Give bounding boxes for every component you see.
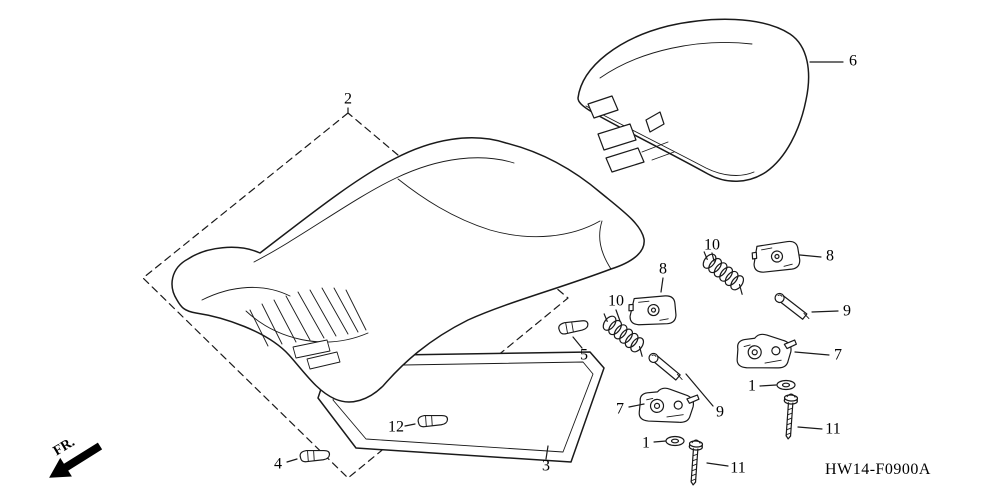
leader-line-10b	[615, 309, 621, 322]
lock-assembly-7-left	[637, 385, 701, 427]
callout-7a: 7	[834, 347, 842, 364]
leader-line-12	[404, 423, 416, 427]
leader-line-7a	[794, 351, 830, 356]
rear-seat-drawing	[577, 18, 810, 182]
latch-bracket-8-left	[625, 288, 680, 332]
callout-3: 3	[542, 458, 550, 475]
callout-8a: 8	[826, 248, 834, 265]
callout-5: 5	[580, 347, 588, 364]
callout-11a: 11	[825, 421, 840, 438]
main-seat-drawing	[171, 137, 645, 403]
leader-line-9a	[811, 310, 839, 313]
lock-assembly-7-right	[735, 332, 798, 372]
callout-6: 6	[849, 53, 857, 70]
lock-pin-9-left	[644, 351, 688, 383]
diagram-code: HW14-F0900A	[825, 461, 931, 478]
callout-10a: 10	[704, 237, 720, 254]
rear-seat-mount-tabs	[587, 95, 675, 173]
leader-line-10a	[711, 252, 715, 262]
front-direction-marker: FR.	[49, 435, 103, 478]
leader-line-11b	[706, 462, 729, 467]
callout-10b: 10	[608, 293, 624, 310]
callout-4: 4	[274, 456, 282, 473]
leader-line-4	[286, 458, 298, 463]
front-marker-label: FR.	[51, 435, 78, 459]
cushion-clip-5	[557, 315, 590, 337]
leader-line-7b	[628, 403, 645, 408]
leader-line-1b	[653, 440, 667, 443]
washer-1-left	[665, 435, 685, 447]
washer-1-right	[776, 379, 796, 391]
callout-2: 2	[344, 91, 352, 108]
callout-11b: 11	[730, 460, 745, 477]
leader-line-8a	[799, 254, 822, 258]
lock-pin-9-right	[771, 292, 814, 322]
seat-rib-texture	[245, 287, 369, 370]
callout-12: 12	[388, 419, 404, 436]
bolt-11-right	[781, 392, 799, 440]
callout-7b: 7	[616, 401, 624, 418]
callout-1a: 1	[748, 378, 756, 395]
callout-9a: 9	[843, 303, 851, 320]
callout-1b: 1	[642, 435, 650, 452]
latch-bracket-8-right	[749, 236, 803, 277]
leader-line-9b	[685, 373, 714, 407]
leader-line-11a	[797, 426, 823, 430]
bolt-11-left	[686, 438, 704, 486]
leader-line-5	[572, 336, 583, 349]
leader-line-1a	[759, 384, 777, 387]
spring-10-right	[696, 248, 752, 297]
callout-9b: 9	[716, 404, 724, 421]
callout-8b: 8	[659, 261, 667, 278]
leader-line-8b	[660, 277, 664, 293]
cushion-clip-4	[298, 446, 331, 465]
leader-line-3	[545, 445, 549, 460]
front-arrow-icon	[49, 442, 103, 478]
